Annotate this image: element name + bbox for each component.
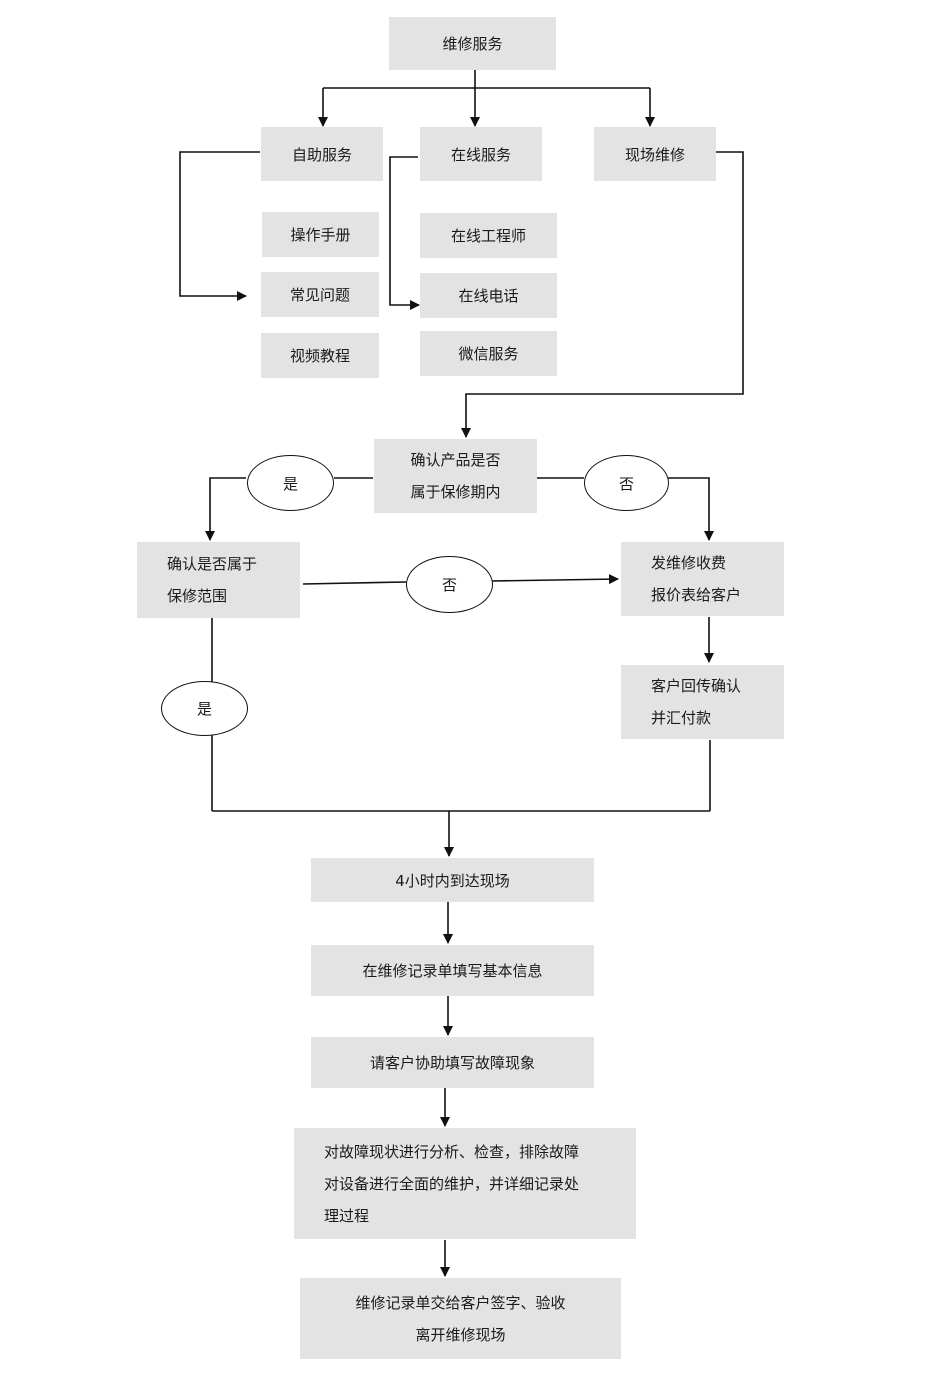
item-label: 在线工程师 [450,227,526,245]
analyze-line3: 理过程 [324,1206,370,1225]
scope-check-node: 确认是否属于 保修范围 [137,542,300,618]
decision-label: 否 [441,576,457,594]
warranty-check-node: 确认产品是否 属于保修期内 [374,439,537,513]
item-label: 常见问题 [289,286,350,304]
decision-label: 是 [282,474,298,493]
item-label: 视频教程 [289,347,350,365]
quote-node: 发维修收费 报价表给客户 [621,542,784,616]
record-basic-info-label: 在维修记录单填写基本信息 [362,962,543,980]
item-label: 微信服务 [458,345,519,363]
analyze-repair-node: 对故障现状进行分析、检查，排除故障 对设备进行全面的维护，并详细记录处 理过程 [294,1128,636,1239]
decision-yes-warranty: 是 [247,455,334,511]
root-node: 维修服务 [389,17,556,70]
signoff-line2: 离开维修现场 [415,1325,506,1344]
warranty-check-line2: 属于保修期内 [410,483,501,501]
online-service-item-phone: 在线电话 [420,273,557,318]
arrive-onsite-label: 4小时内到达现场 [395,871,510,890]
item-label: 操作手册 [290,226,351,244]
online-service-item-engineer: 在线工程师 [420,213,557,258]
signoff-node: 维修记录单交给客户签字、验收 离开维修现场 [300,1278,621,1359]
onsite-repair-node: 现场维修 [594,127,716,181]
confirm-payment-line2: 并汇付款 [651,709,712,727]
analyze-line1: 对故障现状进行分析、检查，排除故障 [324,1142,580,1161]
warranty-check-line1: 确认产品是否 [410,451,501,469]
scope-check-line2: 保修范围 [167,587,228,605]
confirm-payment-line1: 客户回传确认 [651,677,742,695]
quote-line1: 发维修收费 [651,554,727,572]
self-service-node: 自助服务 [261,127,383,181]
decision-no-warranty: 否 [584,455,669,511]
confirm-payment-node: 客户回传确认 并汇付款 [621,665,784,739]
record-basic-info-node: 在维修记录单填写基本信息 [311,945,594,996]
self-service-item-faq: 常见问题 [261,272,379,317]
item-label: 在线电话 [458,287,519,305]
root-label: 维修服务 [442,35,503,53]
online-service-item-wechat: 微信服务 [420,331,557,376]
online-service-node: 在线服务 [420,127,542,181]
customer-fill-fault-label: 请客户协助填写故障现象 [369,1054,535,1072]
customer-fill-fault-node: 请客户协助填写故障现象 [311,1037,594,1088]
self-service-item-manual: 操作手册 [262,212,379,257]
self-service-label: 自助服务 [291,145,352,164]
analyze-line2: 对设备进行全面的维护，并详细记录处 [324,1174,580,1193]
decision-no-scope: 否 [406,556,493,613]
decision-yes-scope: 是 [161,681,248,736]
scope-check-line1: 确认是否属于 [167,555,258,573]
decision-label: 是 [196,700,212,718]
onsite-repair-label: 现场维修 [624,145,685,164]
quote-line2: 报价表给客户 [651,586,742,604]
signoff-line1: 维修记录单交给客户签字、验收 [355,1293,566,1312]
decision-label: 否 [618,474,634,493]
arrive-onsite-node: 4小时内到达现场 [311,858,594,902]
online-service-label: 在线服务 [450,145,511,164]
self-service-item-video: 视频教程 [261,333,379,378]
